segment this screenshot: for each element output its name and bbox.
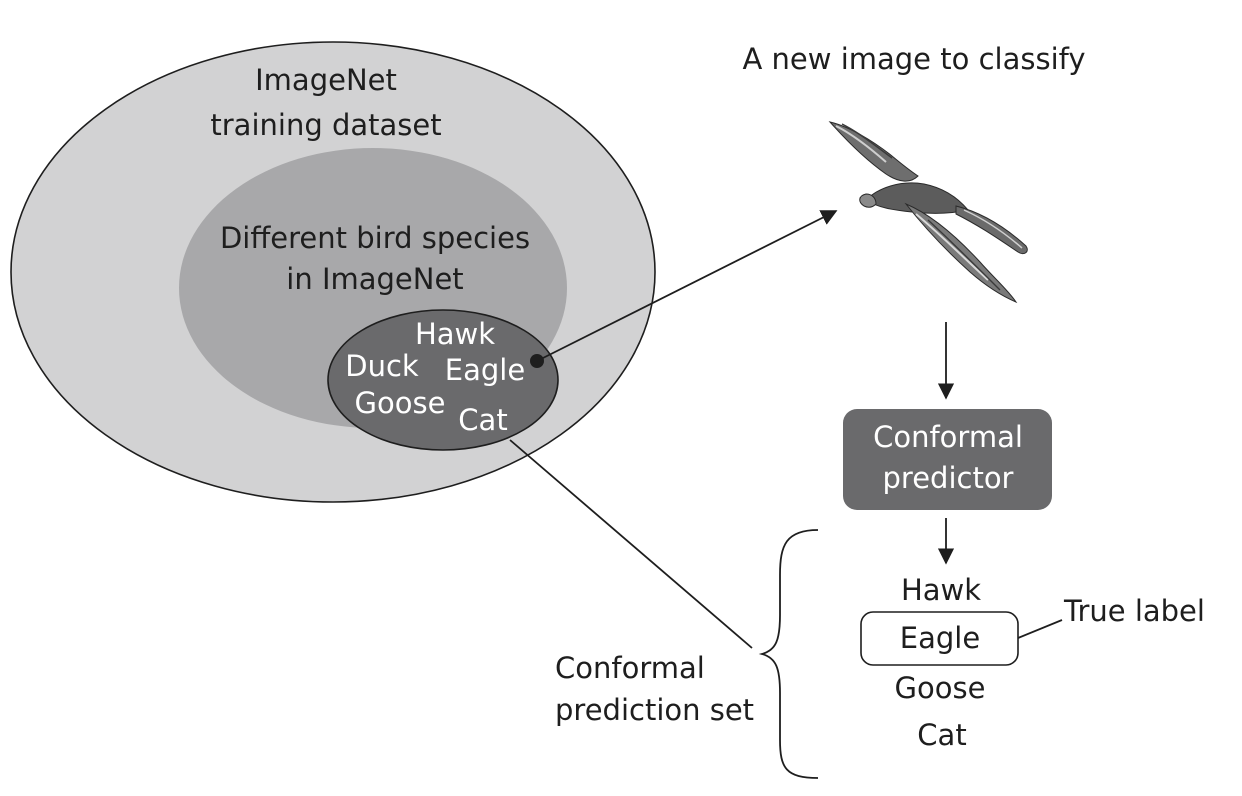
eagle-to-image-arrow [536,210,838,362]
inner-label-cat: Cat [458,403,507,437]
bird-icon [828,121,1028,304]
prediction-set-label-line2: prediction set [555,693,754,727]
prediction-item-cat: Cat [917,718,966,752]
true-label-highlight-box [860,611,1019,666]
prediction-item-eagle: Eagle [900,621,980,655]
outer-set-label-line1: ImageNet [255,63,397,97]
predictor-label-line2: predictor [883,461,1014,495]
outer-set-label-line2: training dataset [210,108,441,142]
predictor-label-line1: Conformal [873,420,1023,454]
prediction-item-hawk: Hawk [901,573,981,607]
middle-set-label-line2: in ImageNet [286,262,463,296]
inner-label-goose: Goose [355,386,446,420]
inner-label-eagle: Eagle [445,353,525,387]
candidate-labels-ellipse [327,309,559,451]
middle-set-label-line1: Different bird species [220,221,530,255]
prediction-set-brace [758,529,819,779]
prediction-set-label-line1: Conformal [555,651,705,685]
true-label-connector [1017,619,1063,639]
inner-set-to-prediction-set-line [509,439,753,649]
prediction-item-goose: Goose [895,671,986,705]
inner-label-duck: Duck [345,349,419,383]
conformal-predictor-box [843,409,1052,510]
inner-label-hawk: Hawk [415,317,495,351]
new-image-title: A new image to classify [742,42,1085,76]
true-label-text: True label [1063,594,1205,628]
